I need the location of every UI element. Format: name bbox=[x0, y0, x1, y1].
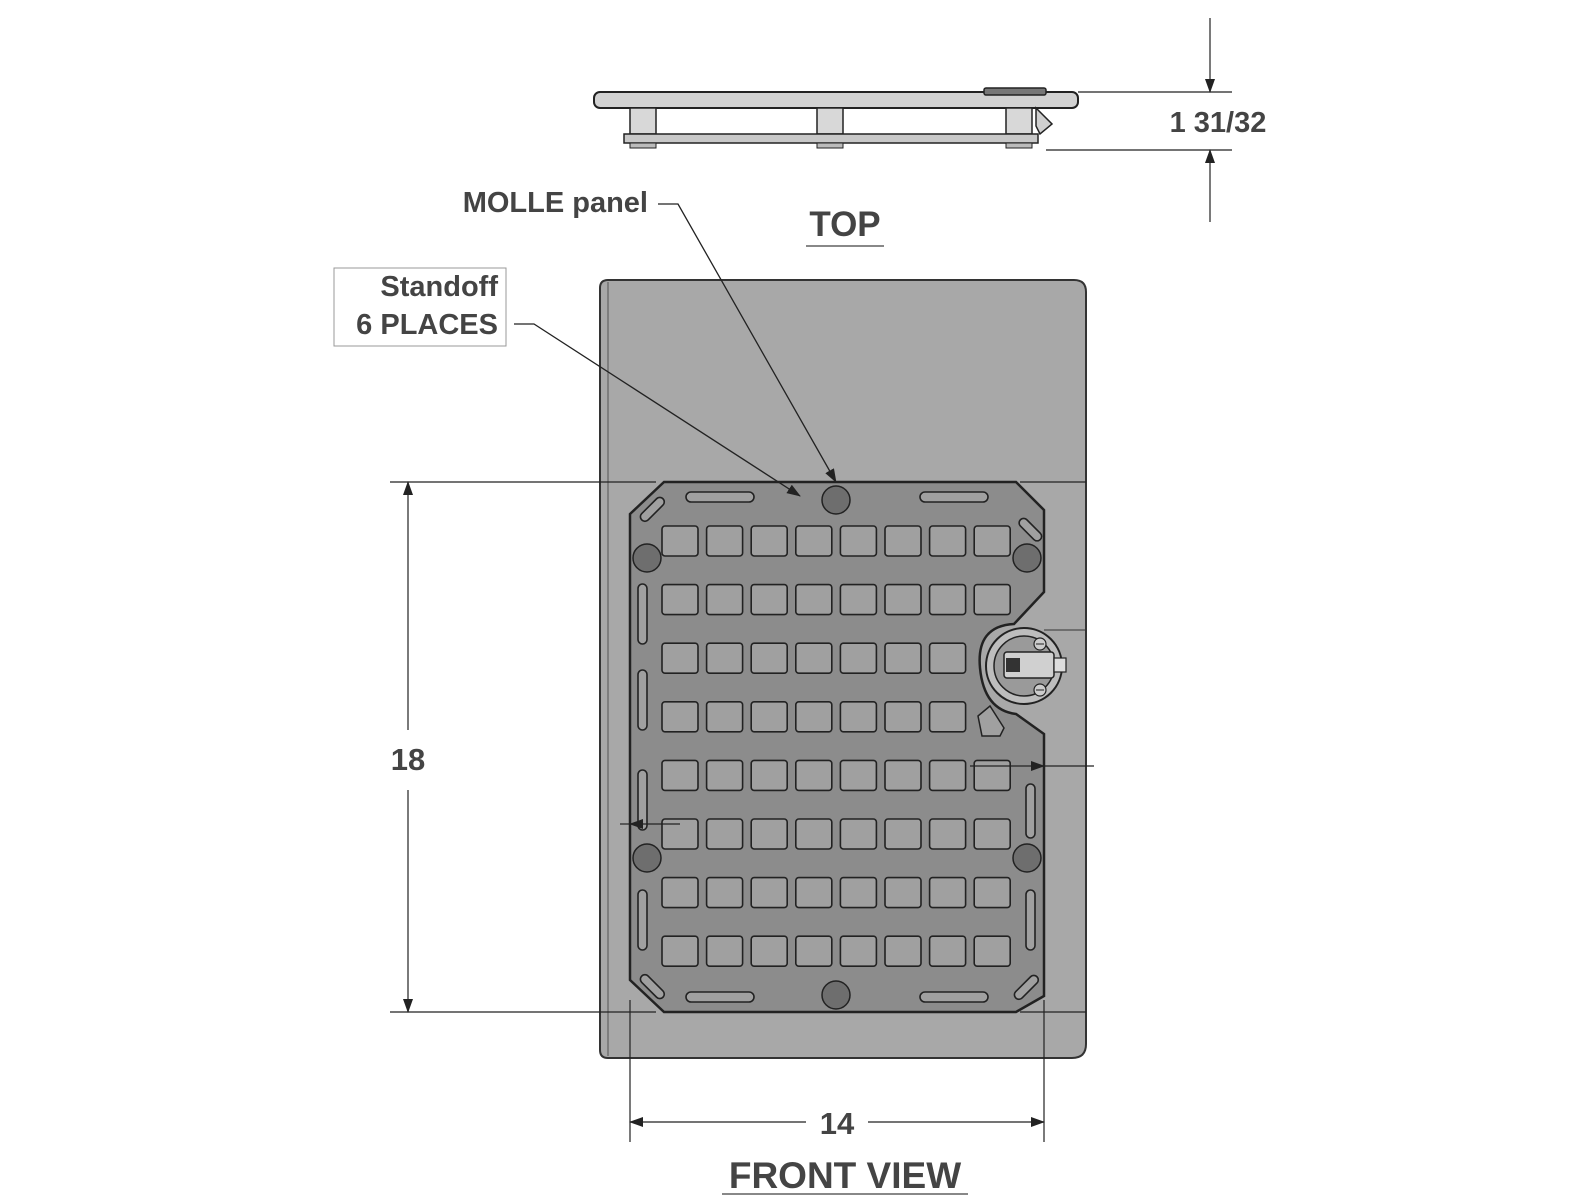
molle-slot bbox=[839, 759, 878, 792]
standoff-marker bbox=[1012, 543, 1042, 573]
molle-slot bbox=[973, 583, 1012, 616]
front-view-title: FRONT VIEW bbox=[729, 1155, 961, 1196]
molle-slot bbox=[973, 818, 1012, 850]
molle-slot bbox=[928, 642, 967, 675]
standoff-callout-leader bbox=[514, 323, 801, 497]
latch-icon bbox=[985, 627, 1067, 705]
molle-slot bbox=[884, 818, 922, 850]
standoff-marker bbox=[821, 980, 851, 1010]
width-dimension-value: 14 bbox=[820, 1106, 855, 1141]
thickness-dimension-value: 1 31/32 bbox=[1170, 107, 1267, 139]
molle-slot bbox=[973, 759, 1012, 792]
standoff-marker bbox=[1012, 843, 1042, 873]
molle-side-slots bbox=[637, 491, 1043, 1003]
molle-slot bbox=[750, 759, 789, 792]
molle-slot bbox=[794, 818, 833, 850]
molle-slot bbox=[661, 700, 699, 733]
molle-slot bbox=[750, 642, 789, 675]
molle-slot bbox=[794, 700, 833, 733]
molle-slot bbox=[661, 759, 699, 792]
molle-slot bbox=[884, 583, 922, 616]
molle-slot-grid bbox=[661, 525, 1012, 968]
top-view-title: TOP bbox=[809, 205, 880, 244]
molle-panel bbox=[628, 480, 1046, 1014]
molle-slot bbox=[973, 935, 1012, 968]
molle-slot bbox=[705, 525, 744, 557]
molle-slot bbox=[839, 525, 878, 557]
molle-slot bbox=[661, 525, 699, 557]
top-view-standoff bbox=[629, 107, 657, 135]
molle-slot bbox=[794, 759, 833, 792]
molle-slot bbox=[884, 935, 922, 968]
molle-slot bbox=[794, 876, 833, 909]
molle-slot bbox=[750, 935, 789, 968]
molle-slot bbox=[928, 935, 967, 968]
molle-slot bbox=[661, 642, 699, 675]
standoff-callout-box bbox=[333, 267, 507, 347]
top-view-latch-top bbox=[983, 87, 1047, 96]
molle-slot bbox=[884, 876, 922, 909]
molle-slot bbox=[973, 525, 1012, 557]
molle-slot bbox=[750, 818, 789, 850]
height-dimension bbox=[390, 481, 1086, 1013]
molle-slot bbox=[750, 700, 789, 733]
top-view-standoff bbox=[1005, 107, 1033, 135]
molle-slot bbox=[705, 642, 744, 675]
molle-slot bbox=[839, 935, 878, 968]
molle-slot bbox=[705, 818, 744, 850]
molle-slot bbox=[794, 583, 833, 616]
molle-callout-label: MOLLE panel bbox=[463, 187, 648, 219]
standoff-marker bbox=[632, 843, 662, 873]
molle-slot bbox=[928, 700, 967, 733]
molle-slot bbox=[839, 642, 878, 675]
top-view-molle-panel bbox=[623, 133, 1039, 144]
molle-slot bbox=[928, 759, 967, 792]
molle-slot bbox=[884, 700, 922, 733]
standoffs bbox=[632, 485, 1042, 1010]
molle-slot bbox=[661, 876, 699, 909]
molle-slot bbox=[839, 583, 878, 616]
molle-slot bbox=[794, 935, 833, 968]
molle-slot bbox=[750, 525, 789, 557]
molle-slot bbox=[705, 700, 744, 733]
molle-slot bbox=[928, 818, 967, 850]
molle-slot bbox=[884, 759, 922, 792]
molle-slot bbox=[839, 700, 878, 733]
molle-slot bbox=[794, 642, 833, 675]
molle-slot bbox=[661, 818, 699, 850]
thickness-dimension bbox=[1046, 18, 1232, 222]
standoff-marker bbox=[632, 543, 662, 573]
molle-slot bbox=[661, 935, 699, 968]
molle-callout-leader bbox=[658, 203, 837, 483]
top-view-profile bbox=[593, 87, 1079, 149]
molle-slot bbox=[928, 876, 967, 909]
standoff-marker bbox=[821, 485, 851, 515]
height-dimension-value: 18 bbox=[391, 742, 425, 777]
molle-slot bbox=[884, 642, 922, 675]
molle-slot bbox=[839, 818, 878, 850]
molle-slot bbox=[705, 759, 744, 792]
top-view-latch-hook bbox=[1035, 106, 1054, 136]
molle-slot bbox=[928, 525, 967, 557]
molle-slot bbox=[973, 876, 1012, 909]
molle-slot bbox=[661, 583, 699, 616]
molle-slot bbox=[750, 876, 789, 909]
top-view-standoff bbox=[816, 107, 844, 135]
molle-slot bbox=[705, 935, 744, 968]
width-dimension bbox=[629, 1000, 1045, 1142]
molle-slot bbox=[839, 876, 878, 909]
molle-slot bbox=[705, 876, 744, 909]
standoff-callout-line1: Standoff bbox=[380, 271, 498, 303]
molle-slot bbox=[928, 583, 967, 616]
molle-slot bbox=[705, 583, 744, 616]
molle-slot bbox=[884, 525, 922, 557]
molle-slot bbox=[794, 525, 833, 557]
molle-slot bbox=[750, 583, 789, 616]
standoff-callout-line2: 6 PLACES bbox=[356, 309, 498, 341]
